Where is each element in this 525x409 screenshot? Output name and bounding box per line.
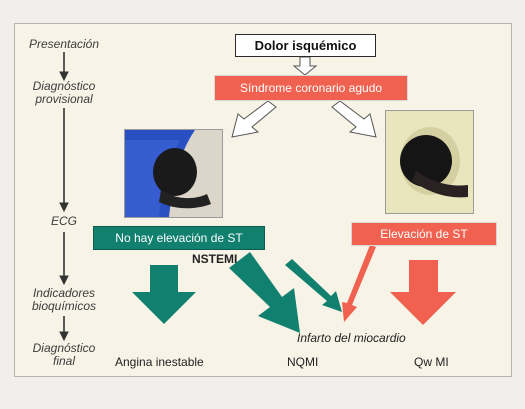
angiography-image-right — [385, 110, 474, 214]
node-dolor-isquemico: Dolor isquémico — [235, 34, 376, 57]
arrow-dolor-to-sindrome — [292, 56, 318, 76]
node-elevacion-st: Elevación de ST — [351, 222, 497, 246]
arrow-split-left — [231, 100, 277, 138]
label-infarto-miocardio: Infarto del miocardio — [297, 331, 406, 345]
arrow-red-qwmi — [390, 260, 456, 325]
timeline-arrows — [59, 52, 69, 342]
arrow-green-infarto — [285, 259, 342, 312]
arrow-green-angina — [132, 265, 196, 324]
stage-presentation-label: Presentación — [28, 37, 100, 51]
label-nqmi: NQMI — [287, 355, 319, 369]
node-no-elevacion-st: No hay elevación de ST — [93, 226, 265, 250]
stage-ecg-label: ECG — [50, 214, 77, 228]
arrow-split-right — [331, 100, 377, 138]
label-qw-mi: Qw MI — [414, 355, 449, 369]
arrow-red-infarto — [342, 245, 376, 322]
node-sindrome-coronario: Síndrome coronario agudo — [214, 75, 408, 101]
angiography-image-left — [124, 129, 223, 218]
label-nstemi: NSTEMI — [192, 252, 238, 266]
label-angina-inestable: Angina inestable — [115, 355, 204, 369]
arrow-green-nqmi — [229, 252, 300, 333]
